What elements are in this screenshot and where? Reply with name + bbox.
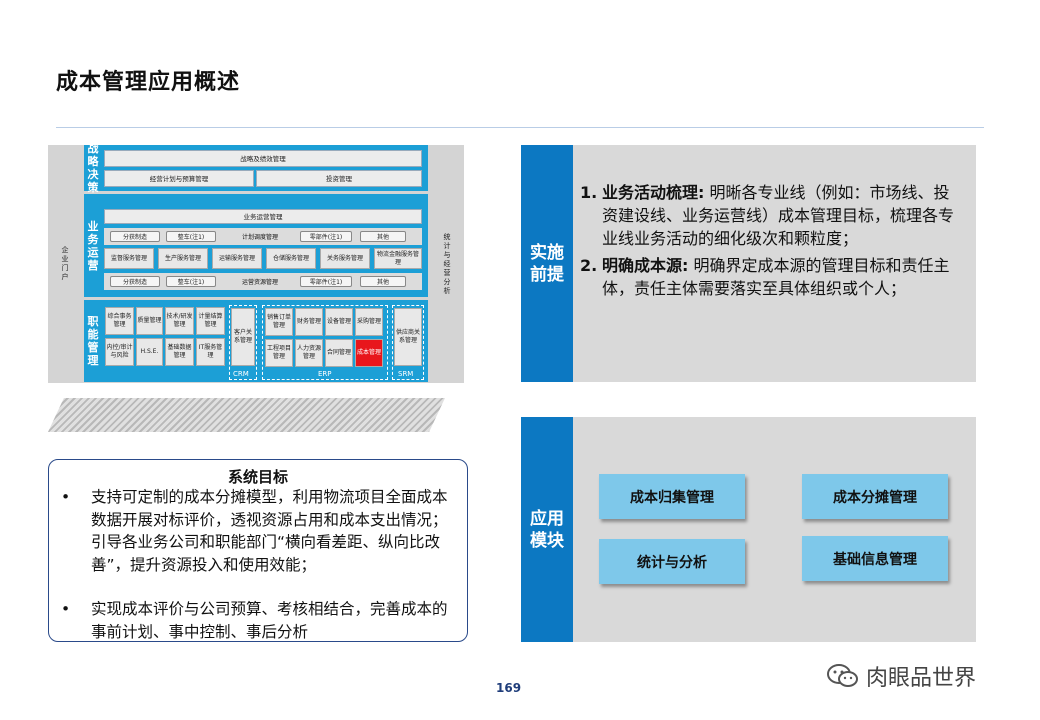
function-box: 基础数据管理 (165, 338, 194, 366)
watermark: 肉眼品世界 (826, 660, 976, 692)
ops-service-box: 关务服务管理 (320, 248, 370, 269)
goal-text: 支持可定制的成本分摊模型，利用物流项目全面成本数据开展对标评价，透视资源占用和成… (91, 488, 448, 574)
strategy-band-label: 战略决策 (87, 142, 99, 194)
page-number: 169 (496, 681, 522, 695)
prereq-head-text: 实施前提 (530, 242, 564, 285)
ops-chip: 零部件(注1) (300, 231, 352, 242)
erp-box: 工程项目管理 (265, 339, 293, 367)
erp-label: ERP (318, 370, 332, 378)
module-statistics-button[interactable]: 统计与分析 (599, 539, 745, 584)
prereq-list: 1. 业务活动梳理: 明晰各专业线（例如：市场线、投资建设线、业务运营线）成本管… (580, 181, 965, 300)
functions-band-label: 职能管理 (87, 315, 99, 367)
ops-chip: 零部件(注1) (300, 276, 352, 287)
prereq-text: 明确界定成本源的管理目标和责任主体，责任主体需要落实至具体组织或个人； (602, 256, 950, 298)
function-box: 技术/研发管理 (165, 307, 194, 335)
ops-chip: 其他 (360, 276, 406, 287)
operations-band-label: 业务运营 (87, 219, 99, 272)
watermark-text: 肉眼品世界 (866, 666, 977, 691)
enterprise-portal-label: 企业门户 (61, 246, 69, 281)
ops-service-box: 物流金融服务管理 (374, 248, 422, 269)
ops-chip-center: 运营资源管理 (241, 279, 278, 286)
enterprise-portal-column: 企业门户 (48, 145, 82, 383)
business-ops-box: 业务运营管理 (104, 209, 422, 224)
modules-head-text: 应用模块 (530, 508, 564, 551)
title-divider (56, 127, 984, 128)
prereq-keyword: 明确成本源: (602, 256, 689, 275)
function-box: IT服务管理 (196, 338, 225, 366)
bullet-marker: • (61, 488, 71, 506)
strategy-performance-box: 战略及绩效管理 (104, 150, 422, 167)
erp-box: 销售订单管理 (265, 308, 293, 336)
ops-chip-center: 计划调度管理 (241, 234, 278, 241)
system-goals-title: 系统目标 (227, 468, 288, 486)
prereq-panel-head: 实施前提 (521, 145, 573, 382)
prereq-text: 明晰各专业线（例如：市场线、投资建设线、业务运营线）成本管理目标，梳理各专业线业… (602, 183, 955, 248)
srm-label: SRM (398, 370, 414, 378)
crm-label: CRM (233, 370, 249, 378)
prereq-panel (521, 145, 976, 382)
prereq-keyword: 业务活动梳理: (602, 183, 705, 202)
function-box: 质量管理 (136, 307, 163, 335)
crm-group (229, 305, 257, 380)
function-box: H.S.E. (136, 338, 163, 366)
prereq-number: 1. (580, 183, 598, 202)
budget-plan-box: 经营计划与预算管理 (104, 170, 254, 187)
wechat-icon (826, 663, 860, 689)
erp-box: 采购管理 (355, 308, 383, 336)
prereq-item: 2. 明确成本源: 明确界定成本源的管理目标和责任主体，责任主体需要落实至具体组… (580, 254, 965, 300)
goal-text: 实现成本评价与公司预算、考核相结合，完善成本的事前计划、事中控制、事后分析 (91, 600, 448, 641)
erp-box: 财务管理 (295, 308, 323, 336)
crm-box: 客户关系管理 (231, 308, 255, 366)
prereq-number: 2. (580, 256, 598, 275)
hatched-base-bar (48, 398, 445, 432)
prereq-item: 1. 业务活动梳理: 明晰各专业线（例如：市场线、投资建设线、业务运营线）成本管… (580, 181, 965, 250)
modules-panel (521, 417, 976, 642)
ops-chip: 分获制造 (110, 276, 160, 287)
module-basic-info-button[interactable]: 基础信息管理 (802, 536, 948, 581)
cost-management-highlight-box: 成本管理 (355, 339, 383, 367)
ops-chip: 整车(注1) (166, 231, 216, 242)
ops-chip: 整车(注1) (166, 276, 216, 287)
srm-group (392, 305, 424, 380)
goal-item: • 支持可定制的成本分摊模型，利用物流项目全面成本数据开展对标评价，透视资源占用… (61, 486, 461, 598)
analysis-column: 统计与经营分析 (430, 145, 464, 383)
ops-service-box: 仓储服务管理 (266, 248, 316, 269)
investment-box: 投资管理 (256, 170, 422, 187)
ops-chip: 分获制造 (110, 231, 160, 242)
page-title: 成本管理应用概述 (56, 70, 241, 95)
erp-box: 人力资源管理 (295, 339, 323, 367)
goal-item: • 实现成本评价与公司预算、考核相结合，完善成本的事前计划、事中控制、事后分析 (61, 598, 461, 644)
ops-service-box: 生产服务管理 (158, 248, 208, 269)
bullet-marker: • (61, 600, 71, 618)
function-box: 计量结算管理 (196, 307, 225, 335)
srm-box: 供应商关系管理 (394, 308, 422, 366)
module-cost-collection-button[interactable]: 成本归集管理 (599, 474, 745, 519)
erp-box: 设备管理 (325, 308, 353, 336)
function-box: 综合事务管理 (105, 307, 134, 335)
erp-group (262, 305, 388, 380)
system-goals-box: 系统目标 • 支持可定制的成本分摊模型，利用物流项目全面成本数据开展对标评价，透… (48, 459, 468, 642)
function-box: 内控/审计与风险 (105, 338, 134, 366)
module-cost-allocation-button[interactable]: 成本分摊管理 (802, 474, 948, 519)
ops-service-box: 运输服务管理 (212, 248, 262, 269)
modules-panel-head: 应用模块 (521, 417, 573, 642)
analysis-label: 统计与经营分析 (443, 232, 451, 295)
ops-chip: 其他 (360, 231, 406, 242)
erp-box: 合同管理 (325, 339, 353, 367)
ops-service-box: 监督服务管理 (104, 248, 154, 269)
